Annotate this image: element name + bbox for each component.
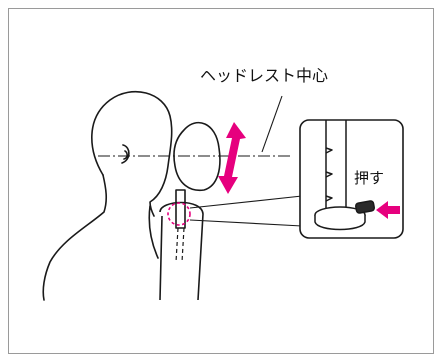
push-label: 押す [354,169,384,187]
stay-in-seat [175,227,179,263]
detail-lock-base-side [314,215,366,231]
detail-notch-3 [325,195,333,202]
detail-notch-1 [325,147,333,154]
detail-connector-top [189,195,303,209]
headrest-center-label: ヘッドレスト中心 [200,66,328,85]
detail-connector-bottom [189,219,303,227]
lock-highlight-circle [167,202,191,226]
headrest-stay [175,189,186,229]
up-down-arrow-icon [218,122,246,194]
person-head [91,91,173,217]
person-ear [121,144,130,164]
label-leader-line [261,95,283,153]
push-arrow-icon [376,201,400,219]
person-chest [148,205,159,259]
detail-notch-2 [325,171,333,178]
lock-button [354,200,376,214]
headrest [173,121,221,192]
stay-in-seat-2 [181,227,185,263]
person-back [42,174,108,301]
seat-back [159,201,204,301]
